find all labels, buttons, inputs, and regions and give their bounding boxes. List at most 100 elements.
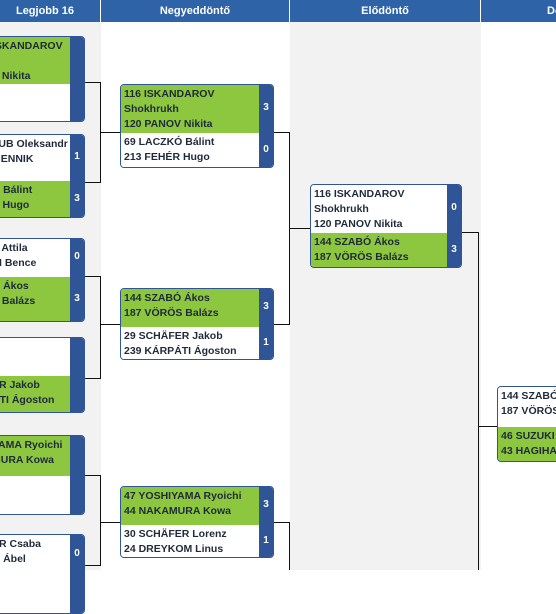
player-name: 30 SCHÄFER Lorenz	[124, 528, 227, 540]
player-name: Y Attila	[0, 242, 28, 254]
player-name: ER Csaba	[0, 538, 42, 550]
player-name: Shokhrukh	[314, 203, 369, 215]
team-bottom: 69 LACZKÓ Bálint 213 FEHÉR Hugo	[121, 133, 259, 167]
player-name: 24 DREYKOM Linus	[124, 543, 224, 555]
team-top: 116 ISKANDAROV Shokhrukh 120 PANOV Nikita	[121, 85, 259, 133]
player-name: ÁTI Ágoston	[0, 394, 55, 406]
player-name: 239 KÁRPÁTI Ágoston	[124, 345, 237, 357]
connector-line	[274, 324, 290, 325]
r16-match[interactable]: ISKANDAROVhV Nikita	[0, 36, 85, 122]
connector-line	[274, 132, 290, 133]
score-bottom: 1	[263, 535, 269, 546]
player-name: Ó Ábel	[0, 553, 26, 565]
team-top: 47 YOSHIYAMA Ryoichi 44 NAKAMURA Kowa	[121, 487, 259, 525]
player-name: 44 NAKAMURA Kowa	[124, 505, 231, 517]
player-name: YAMA Ryoichi	[0, 439, 63, 451]
team-bottom	[0, 476, 70, 514]
score-top: 3	[263, 301, 269, 312]
team-bottom: ER JakobÁTI Ágoston	[0, 376, 70, 412]
final-column-bg	[481, 22, 556, 570]
score-bottom: 3	[74, 293, 80, 304]
connector-line	[100, 132, 120, 133]
player-name: 120 PANOV Nikita	[124, 118, 213, 130]
score-bar	[70, 535, 84, 613]
score-bottom: 1	[263, 337, 269, 348]
header-r16: Legjobb 16	[0, 0, 101, 22]
team-bottom: 46 SUZUKI 43 HAGIHA	[498, 427, 556, 461]
r16-match[interactable]: YAMA RyoichiMURA Kowa	[0, 435, 85, 515]
team-bottom: 144 SZABÓ Ákos 187 VÖRÖS Balázs	[311, 233, 447, 267]
team-top: ER Csaba Ó Ábel	[0, 535, 70, 575]
player-name: MENNIK	[0, 153, 34, 165]
qf-match[interactable]: 47 YOSHIYAMA Ryoichi 44 NAKAMURA Kowa 30 S…	[120, 486, 274, 558]
qf-match[interactable]: 116 ISKANDAROV Shokhrukh 120 PANOV Nikita 6…	[120, 84, 274, 168]
score-bar	[70, 37, 84, 121]
team-bottom: Ó Bálint R Hugo	[0, 181, 70, 217]
player-name: 120 PANOV Nikita	[314, 218, 403, 230]
connector-line	[100, 324, 120, 325]
r16-match[interactable]: ER JakobÁTI Ágoston	[0, 337, 85, 413]
player-name: Ó Bálint	[0, 184, 33, 196]
score-bottom: 0	[263, 144, 269, 155]
team-top: ZUB OleksandrMENNIK	[0, 135, 70, 181]
connector-line	[289, 228, 310, 229]
score-top: 3	[263, 499, 269, 510]
player-name: Shokhrukh	[124, 103, 179, 115]
connector-line	[478, 426, 497, 427]
player-name: 116 ISKANDAROV	[124, 88, 215, 100]
team-bottom	[0, 575, 70, 613]
score-top: 3	[263, 102, 269, 113]
score-bar	[259, 487, 273, 557]
score-bottom: 3	[451, 244, 457, 255]
player-name: 213 FEHÉR Hugo	[124, 151, 210, 163]
header-quarterfinal: Negyeddöntő	[101, 0, 290, 22]
player-name: 144 SZABÓ Ákos	[124, 292, 210, 304]
round-header-bar: Legjobb 16 Negyeddöntő Elődöntő Döntő	[0, 0, 556, 22]
player-name: 187 VÖRÖS Balázs	[314, 251, 409, 263]
connector-line	[85, 378, 101, 379]
connector-line	[100, 276, 101, 379]
connector-line	[289, 522, 290, 570]
team-bottom: 29 SCHÄFER Jakob 239 KÁRPÁTI Ágoston	[121, 327, 259, 359]
final-match[interactable]: 144 SZABÓ 187 VÖRÖS 46 SUZUKI 43 HAGIHA	[497, 386, 556, 462]
score-bar	[447, 185, 461, 267]
connector-line	[100, 522, 120, 523]
connector-line	[85, 475, 101, 476]
team-bottom: 30 SCHÄFER Lorenz 24 DREYKOM Linus	[121, 525, 259, 557]
score-top: 0	[451, 202, 457, 213]
player-name: S Balázs	[0, 295, 36, 307]
player-name: 47 YOSHIYAMA Ryoichi	[124, 490, 242, 502]
player-name: ISKANDAROV	[0, 40, 63, 52]
score-bar	[70, 436, 84, 514]
connector-line	[478, 232, 479, 570]
player-name: 144 SZABÓ	[501, 390, 556, 402]
team-top: ISKANDAROVhV Nikita	[0, 37, 70, 84]
player-name: 43 HAGIHA	[501, 445, 556, 457]
connector-line	[85, 276, 101, 277]
player-name: 46 SUZUKI	[501, 430, 555, 442]
team-top: 116 ISKANDAROV Shokhrukh 120 PANOV Nikita	[311, 185, 447, 233]
player-name: 144 SZABÓ Ákos	[314, 236, 400, 248]
score-bar	[259, 289, 273, 359]
connector-line	[274, 522, 290, 523]
score-top: 1	[74, 151, 80, 162]
player-name: 187 VÖRÖS	[501, 405, 556, 417]
player-name: ZUB Oleksandr	[0, 138, 68, 150]
player-name: ER Jakob	[0, 379, 40, 391]
player-name: Ó Ákos	[0, 280, 29, 292]
header-semifinal: Elődöntő	[290, 0, 481, 22]
player-name: R Hugo	[0, 199, 30, 211]
player-name: 116 ISKANDAROV	[314, 188, 405, 200]
header-final: Döntő	[547, 5, 556, 17]
player-name: h	[0, 54, 67, 69]
connector-line	[462, 232, 479, 233]
player-name: 29 SCHÄFER Jakob	[124, 330, 223, 342]
player-name: 69 LACZKÓ Bálint	[124, 136, 215, 148]
score-bar	[70, 338, 84, 412]
